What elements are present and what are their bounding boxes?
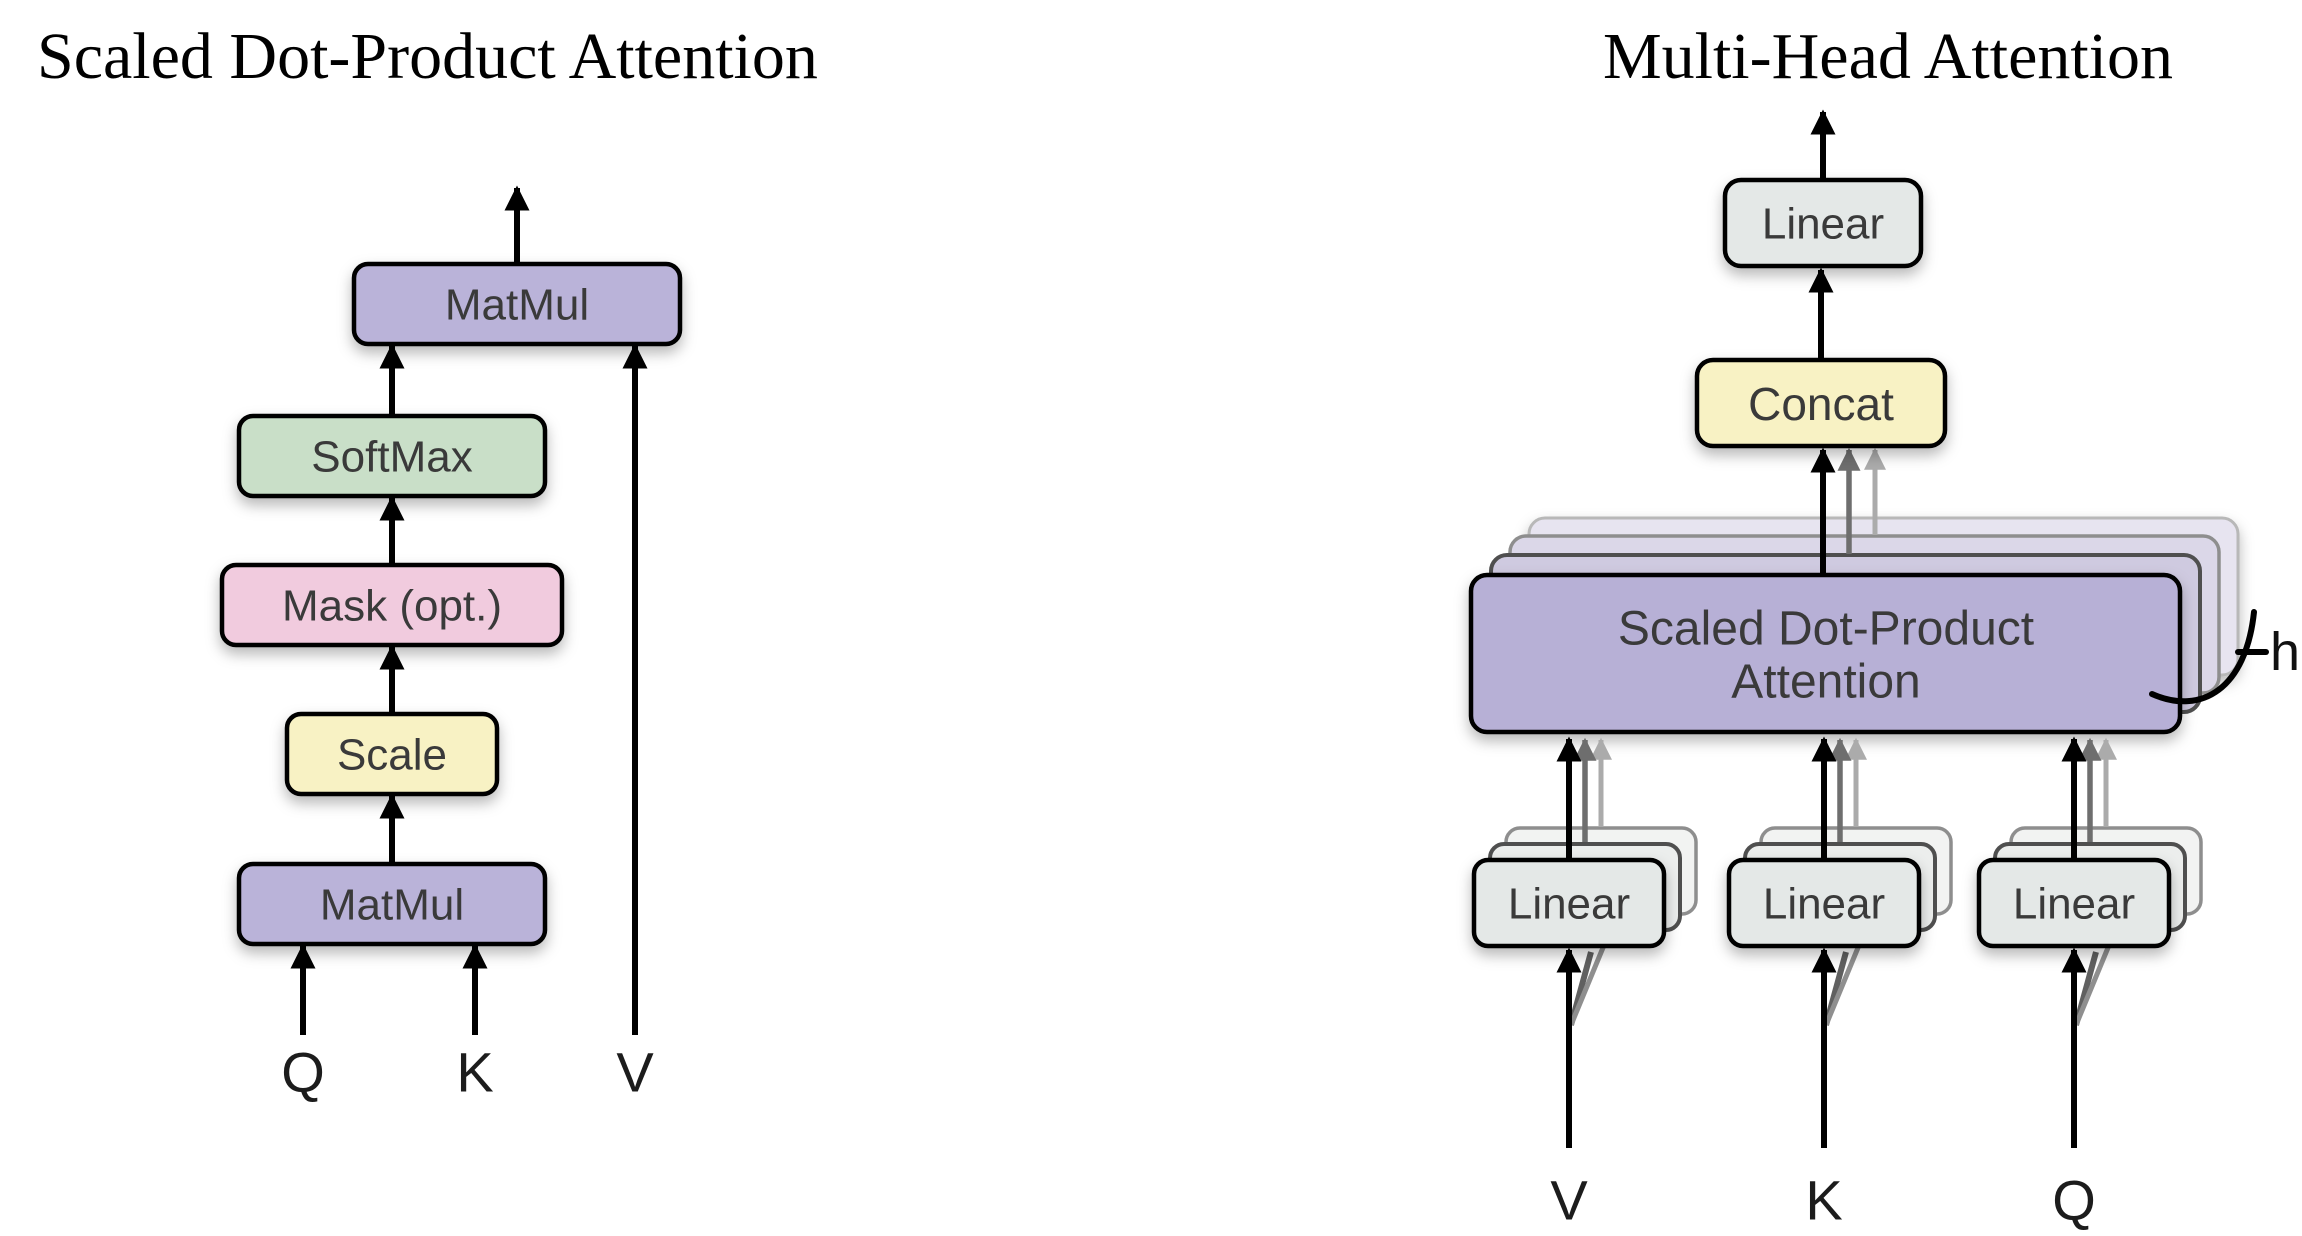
linear-output-label: Linear [1762,200,1884,249]
heads-pointer-curve [2149,609,2257,705]
linear-q-box [1976,857,2172,949]
heads-annotation: h [2149,609,2300,705]
linear-v-box [1471,857,1667,949]
right-diagram-title: Multi-Head Attention [1603,20,2173,93]
softmax-label: SoftMax [311,433,472,482]
scaled-dot-product-attention-box [1468,572,2183,735]
matmul-top-label: MatMul [445,281,589,330]
k-fan-line-light [1823,937,1865,1026]
q-fan-line-light [2073,937,2115,1026]
scale-label: Scale [337,731,447,780]
k-input-label: K [456,1041,493,1104]
attention-label-line1: Scaled Dot-Product [1618,603,2034,656]
q-input-label: Q [281,1041,325,1104]
heads-count-label: h [2270,622,2300,682]
mask-label: Mask (opt.) [282,582,502,631]
matmul-bottom-label: MatMul [320,881,464,930]
multi-head-attention-diagram: Multi-Head Attention Scaled Dot-Product … [1468,20,2300,1232]
q-input-label-right: Q [2052,1169,2096,1232]
linear-stack-k: Linear [1726,736,1953,1148]
matmul-bottom-box [236,861,548,947]
attention-label-line2: Attention [1731,656,1920,709]
scaled-dot-product-diagram: Scaled Dot-Product Attention MatMul Scal… [37,20,818,1104]
linear-v-label: Linear [1508,880,1630,929]
concat-label: Concat [1748,378,1894,430]
softmax-box [236,413,548,499]
linear-stack-v: Linear [1471,736,1698,1148]
left-diagram-title: Scaled Dot-Product Attention [37,20,818,93]
matmul-top-box [351,261,683,347]
scale-box [284,711,500,797]
linear-stack-q: Linear [1976,736,2203,1148]
v-input-label: V [616,1041,654,1104]
linear-q-label: Linear [2013,880,2135,929]
v-fan-line-light [1568,937,1610,1026]
linear-output-box [1722,177,1924,269]
linear-k-box [1726,857,1922,949]
concat-box [1694,357,1948,449]
k-input-label-right: K [1805,1169,1842,1232]
linear-k-label: Linear [1763,880,1885,929]
v-input-label-right: V [1550,1169,1588,1232]
mask-box [219,562,565,648]
